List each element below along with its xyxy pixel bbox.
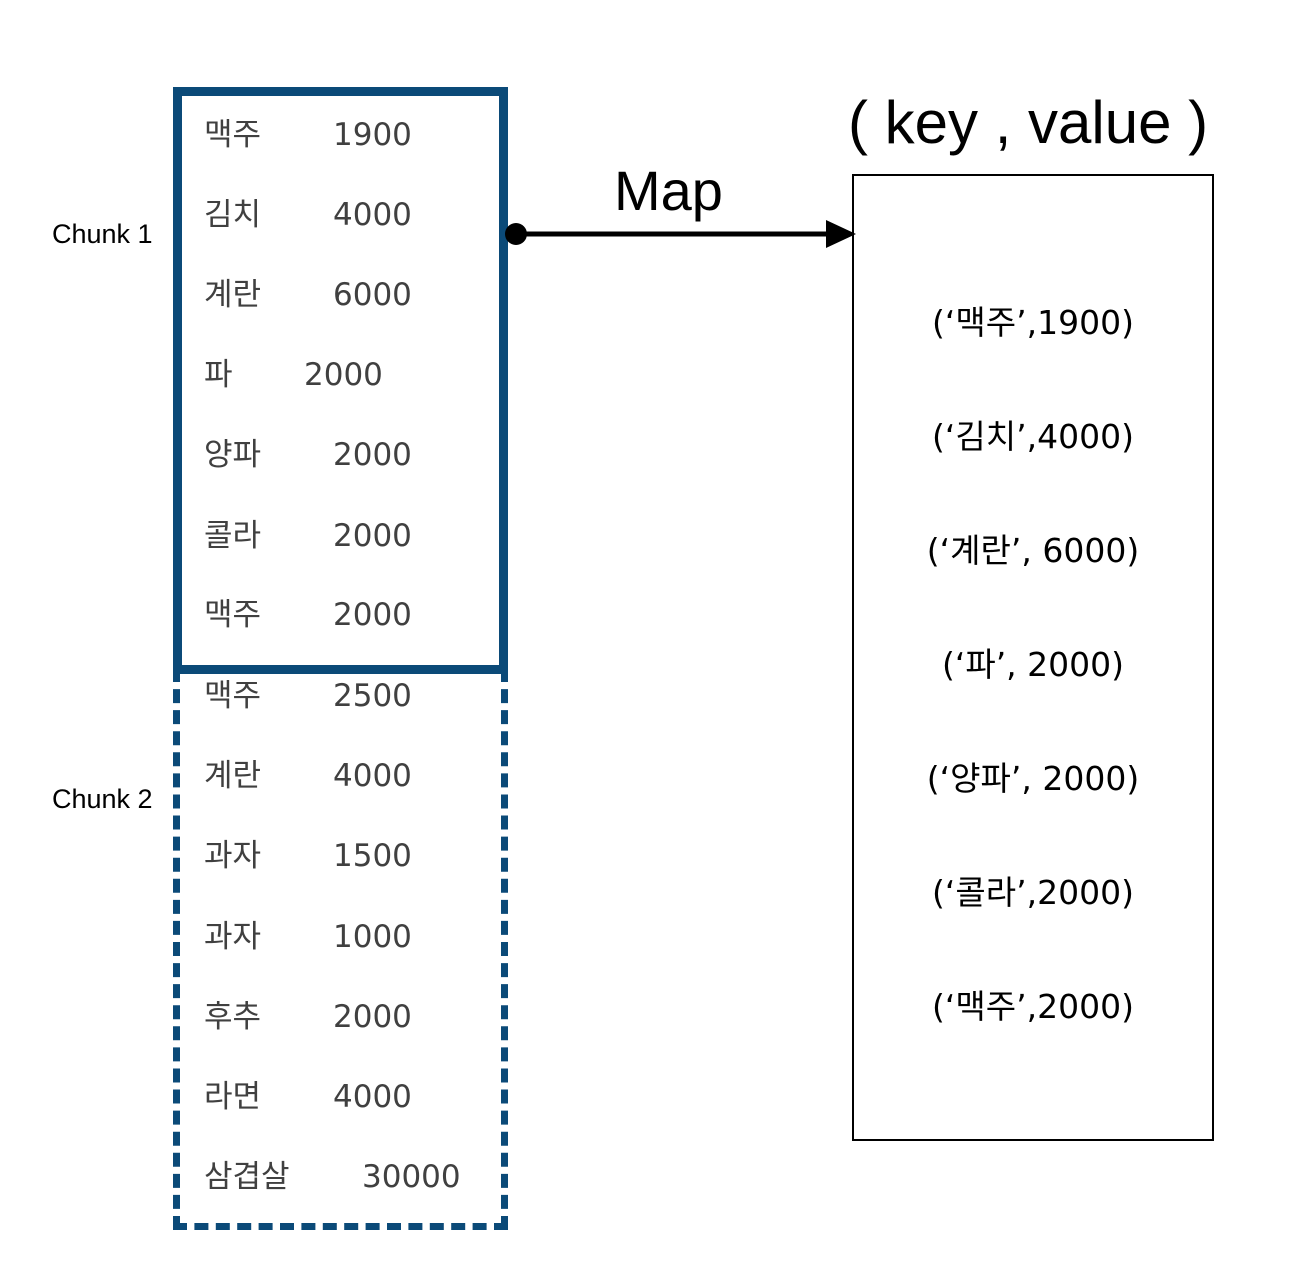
item-price: 2000	[333, 999, 412, 1035]
item-price: 2000	[333, 437, 412, 473]
item-name: 후추	[204, 999, 262, 1035]
item-price: 4000	[333, 1079, 412, 1115]
item-name: 계란	[204, 758, 262, 794]
item-name: 과자	[204, 919, 262, 955]
arrow-start-dot	[505, 223, 527, 245]
item-price: 4000	[333, 758, 412, 794]
key-value-pair: (‘콜라’,2000)	[932, 873, 1134, 912]
chunk-1-box	[173, 87, 508, 674]
item-price: 6000	[333, 277, 412, 313]
item-price: 1900	[333, 117, 412, 153]
item-price: 30000	[362, 1159, 461, 1195]
key-value-pair: (‘파’, 2000)	[941, 645, 1125, 684]
key-value-pair: (‘양파’, 2000)	[926, 759, 1140, 798]
item-name: 라면	[204, 1079, 262, 1115]
key-value-pair: (‘맥주’,1900)	[932, 303, 1134, 342]
item-price: 2500	[333, 678, 412, 714]
chunk-1-label: Chunk 1	[52, 219, 153, 249]
map-label: Map	[614, 159, 723, 222]
item-price: 4000	[333, 197, 412, 233]
map-result-box: (‘맥주’,1900) (‘김치’,4000) (‘계란’, 6000) (‘파…	[852, 174, 1214, 1141]
key-value-header: ( key , value )	[848, 89, 1209, 156]
item-name: 맥주	[204, 678, 262, 714]
item-name: 맥주	[204, 117, 262, 153]
key-value-pair: (‘김치’,4000)	[932, 417, 1134, 456]
item-name: 양파	[204, 437, 262, 473]
key-value-pair: (‘계란’, 6000)	[926, 531, 1140, 570]
chunk-2-box	[173, 668, 508, 1230]
item-price: 2000	[333, 597, 412, 633]
item-name: 과자	[204, 838, 262, 874]
key-value-pair: (‘맥주’,2000)	[932, 987, 1134, 1026]
item-price: 2000	[333, 518, 412, 554]
item-price: 2000	[304, 357, 383, 393]
item-price: 1000	[333, 919, 412, 955]
item-name: 맥주	[204, 597, 262, 633]
item-name: 김치	[204, 197, 262, 233]
item-name: 삼겹살	[204, 1159, 290, 1195]
item-price: 1500	[333, 838, 412, 874]
item-name: 계란	[204, 277, 262, 313]
item-name: 파	[204, 357, 233, 393]
item-name: 콜라	[204, 518, 262, 554]
chunk-2-label: Chunk 2	[52, 784, 153, 814]
